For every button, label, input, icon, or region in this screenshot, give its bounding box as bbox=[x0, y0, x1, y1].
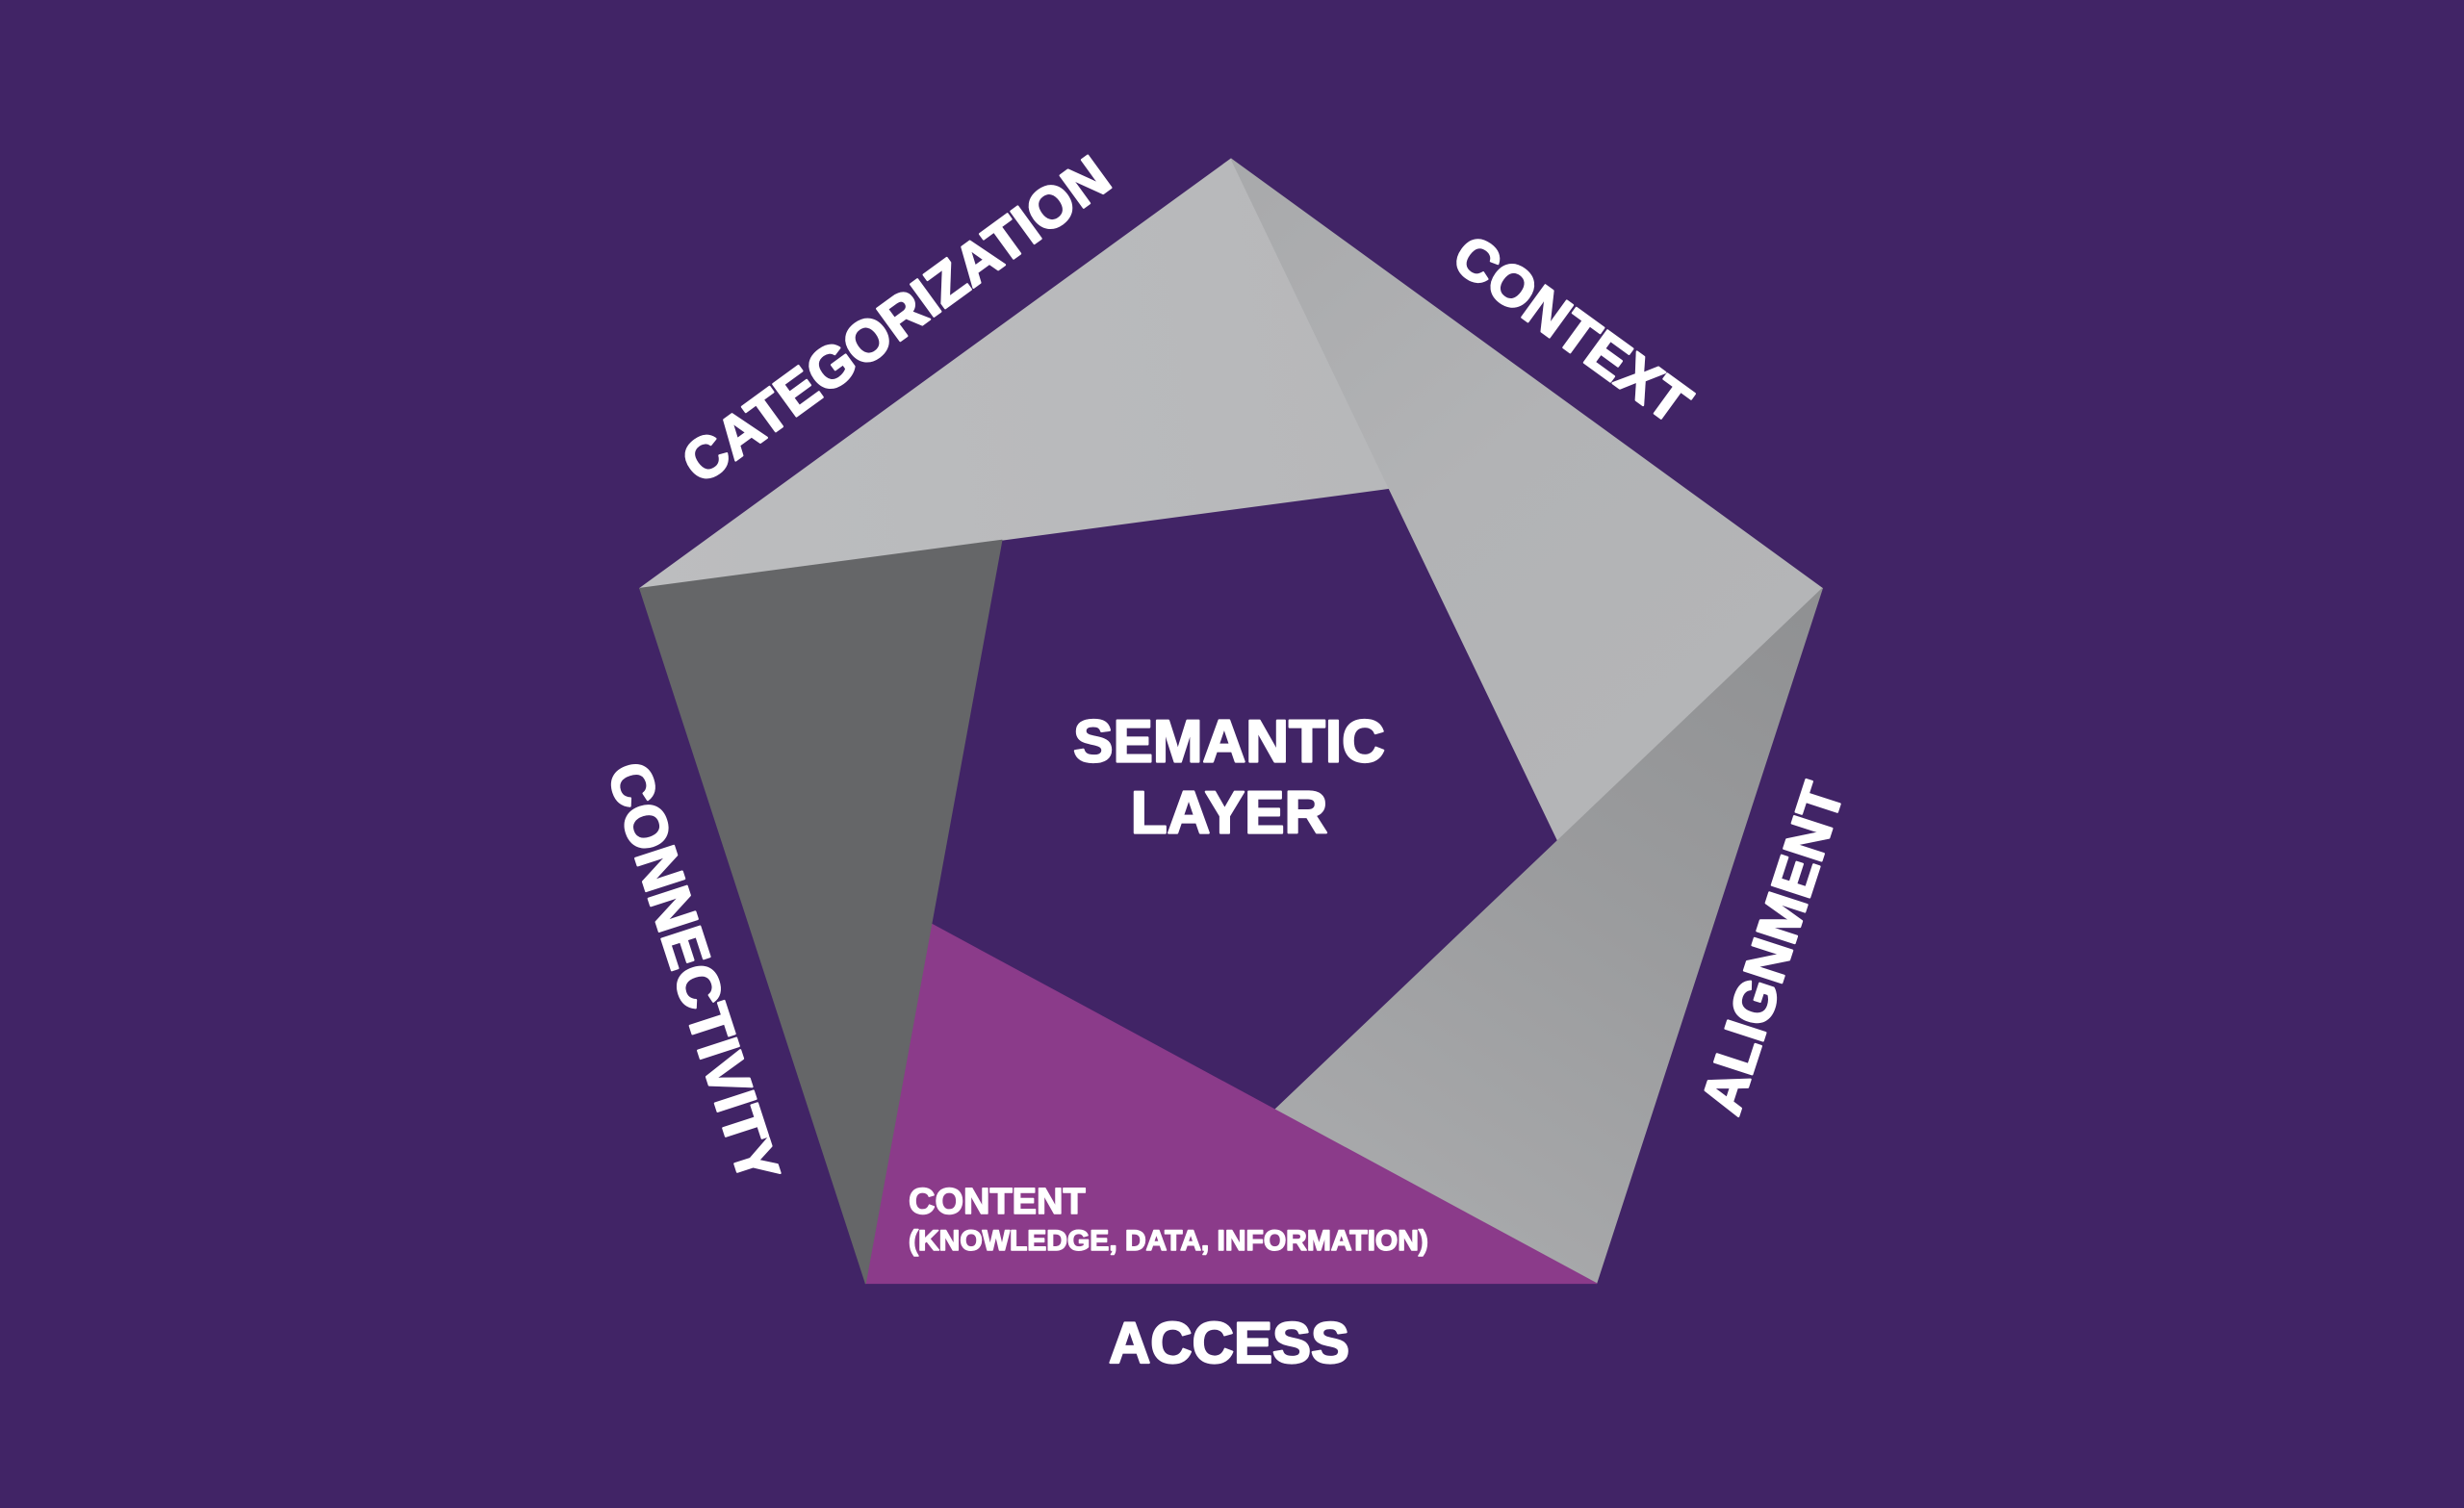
svg-text:LAYER: LAYER bbox=[1131, 780, 1327, 847]
svg-text:SEMANTIC: SEMANTIC bbox=[1073, 709, 1385, 776]
svg-text:CONTENT: CONTENT bbox=[909, 1182, 1086, 1222]
svg-text:(KNOWLEDGE, DATA, INFORMATION): (KNOWLEDGE, DATA, INFORMATION) bbox=[909, 1225, 1428, 1257]
svg-text:ACCESS: ACCESS bbox=[1109, 1311, 1349, 1375]
